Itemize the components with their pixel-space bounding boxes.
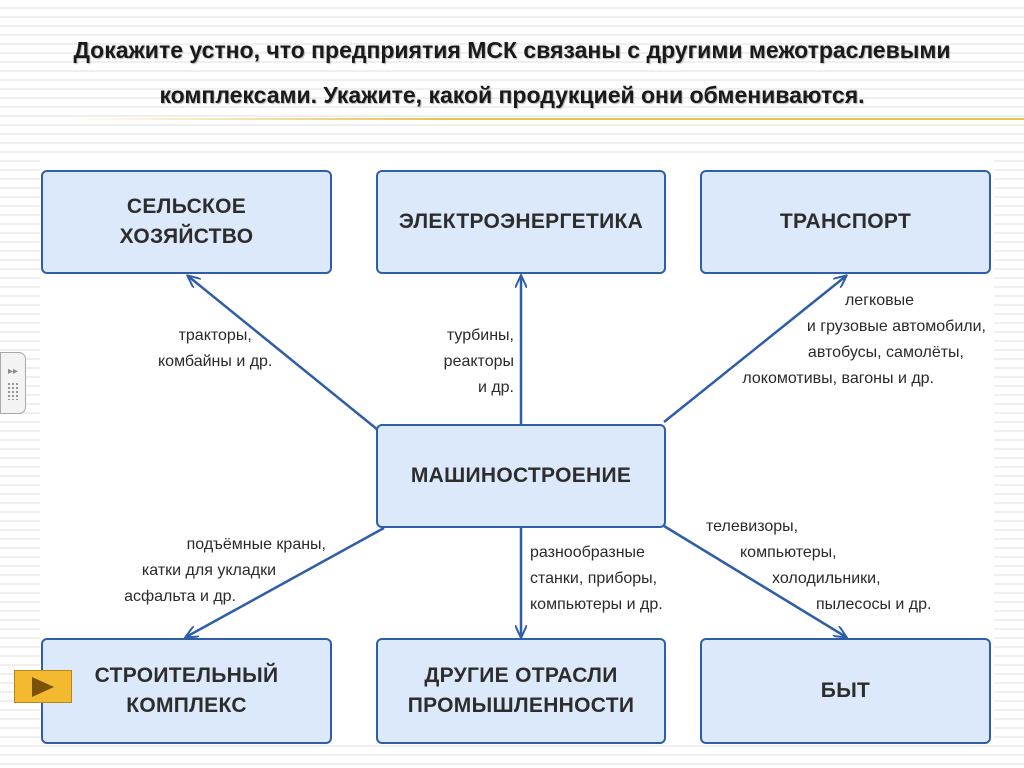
- box-other-industries: ДРУГИЕ ОТРАСЛИ ПРОМЫШЛЕННОСТИ: [376, 638, 666, 744]
- grip-icon: [7, 382, 19, 400]
- title-divider: [62, 118, 1024, 120]
- label-construction-line-3: асфальта и др.: [124, 588, 236, 605]
- arrow-to-construction: [186, 526, 385, 637]
- label-household-line-2: компьютеры,: [740, 544, 837, 561]
- box-other-industries-line-2: ПРОМЫШЛЕННОСТИ: [407, 694, 635, 717]
- box-household-line-1: БЫТ: [820, 679, 871, 702]
- box-transport: ТРАНСПОРТ: [700, 170, 991, 274]
- box-energy: ЭЛЕКТРОЭНЕРГЕТИКА: [376, 170, 666, 274]
- box-transport-line-1: ТРАНСПОРТ: [779, 210, 912, 233]
- label-other-industries-line-1: разнообразные: [530, 544, 645, 561]
- box-agriculture-line-1: СЕЛЬСКОЕ: [126, 195, 247, 218]
- arrow-to-transport: [663, 276, 846, 423]
- label-transport-line-3: автобусы, самолёты,: [807, 344, 964, 361]
- play-triangle-icon: [32, 676, 54, 697]
- label-household-line-3: холодильники,: [772, 570, 881, 587]
- label-energy-line-2: реакторы: [443, 353, 514, 370]
- label-agriculture: тракторы, комбайны и др.: [158, 323, 272, 375]
- box-construction-line-2: КОМПЛЕКС: [126, 694, 247, 717]
- box-construction: СТРОИТЕЛЬНЫЙ КОМПЛЕКС: [41, 638, 332, 744]
- label-energy-line-1: турбины,: [446, 327, 514, 344]
- arrow-to-agriculture: [188, 276, 379, 431]
- label-construction: подъёмные краны, катки для укладки асфал…: [110, 532, 326, 610]
- label-other-industries: разнообразные станки, приборы, компьютер…: [530, 540, 663, 618]
- label-transport-line-4: локомотивы, вагоны и др.: [742, 370, 934, 387]
- label-energy: турбины, реакторы и др.: [412, 323, 514, 401]
- label-agriculture-line-1: тракторы,: [178, 327, 252, 344]
- arrow-to-household: [663, 524, 846, 637]
- double-chevron-right-icon: ▸▸: [7, 366, 19, 377]
- slide-title: Докажите устно, что предприятия МСК связ…: [30, 28, 994, 118]
- box-energy-line-1: ЭЛЕКТРОЭНЕРГЕТИКА: [398, 210, 644, 233]
- box-other-industries-line-1: ДРУГИЕ ОТРАСЛИ: [424, 664, 618, 687]
- box-household: БЫТ: [700, 638, 991, 744]
- label-transport-line-1: легковые: [844, 292, 914, 309]
- play-button[interactable]: [14, 670, 72, 703]
- box-agriculture: СЕЛЬСКОЕ ХОЗЯЙСТВО: [41, 170, 332, 274]
- label-household-line-1: телевизоры,: [706, 518, 799, 535]
- label-construction-line-2: катки для укладки: [141, 562, 276, 579]
- box-machinery: МАШИНОСТРОЕНИЕ: [376, 424, 666, 528]
- label-transport-line-2: и грузовые автомобили,: [806, 318, 986, 335]
- slide-panel-toggle[interactable]: ▸▸: [0, 352, 26, 414]
- box-construction-line-1: СТРОИТЕЛЬНЫЙ: [94, 664, 279, 687]
- box-machinery-line-1: МАШИНОСТРОЕНИЕ: [410, 464, 632, 487]
- label-household-line-4: пылесосы и др.: [816, 596, 932, 613]
- slide-title-line-1: Докажите устно, что предприятия МСК связ…: [73, 37, 951, 63]
- slide-title-line-2: комплексами. Укажите, какой продукцией о…: [159, 82, 865, 108]
- label-other-industries-line-2: станки, приборы,: [530, 570, 658, 587]
- label-other-industries-line-3: компьютеры и др.: [530, 596, 663, 613]
- box-agriculture-line-2: ХОЗЯЙСТВО: [119, 225, 254, 248]
- label-household: телевизоры, компьютеры, холодильники, пы…: [706, 514, 931, 618]
- label-transport: легковые и грузовые автомобили, автобусы…: [706, 288, 986, 392]
- label-energy-line-3: и др.: [477, 379, 514, 396]
- label-agriculture-line-2: комбайны и др.: [158, 353, 273, 370]
- label-construction-line-1: подъёмные краны,: [186, 536, 326, 553]
